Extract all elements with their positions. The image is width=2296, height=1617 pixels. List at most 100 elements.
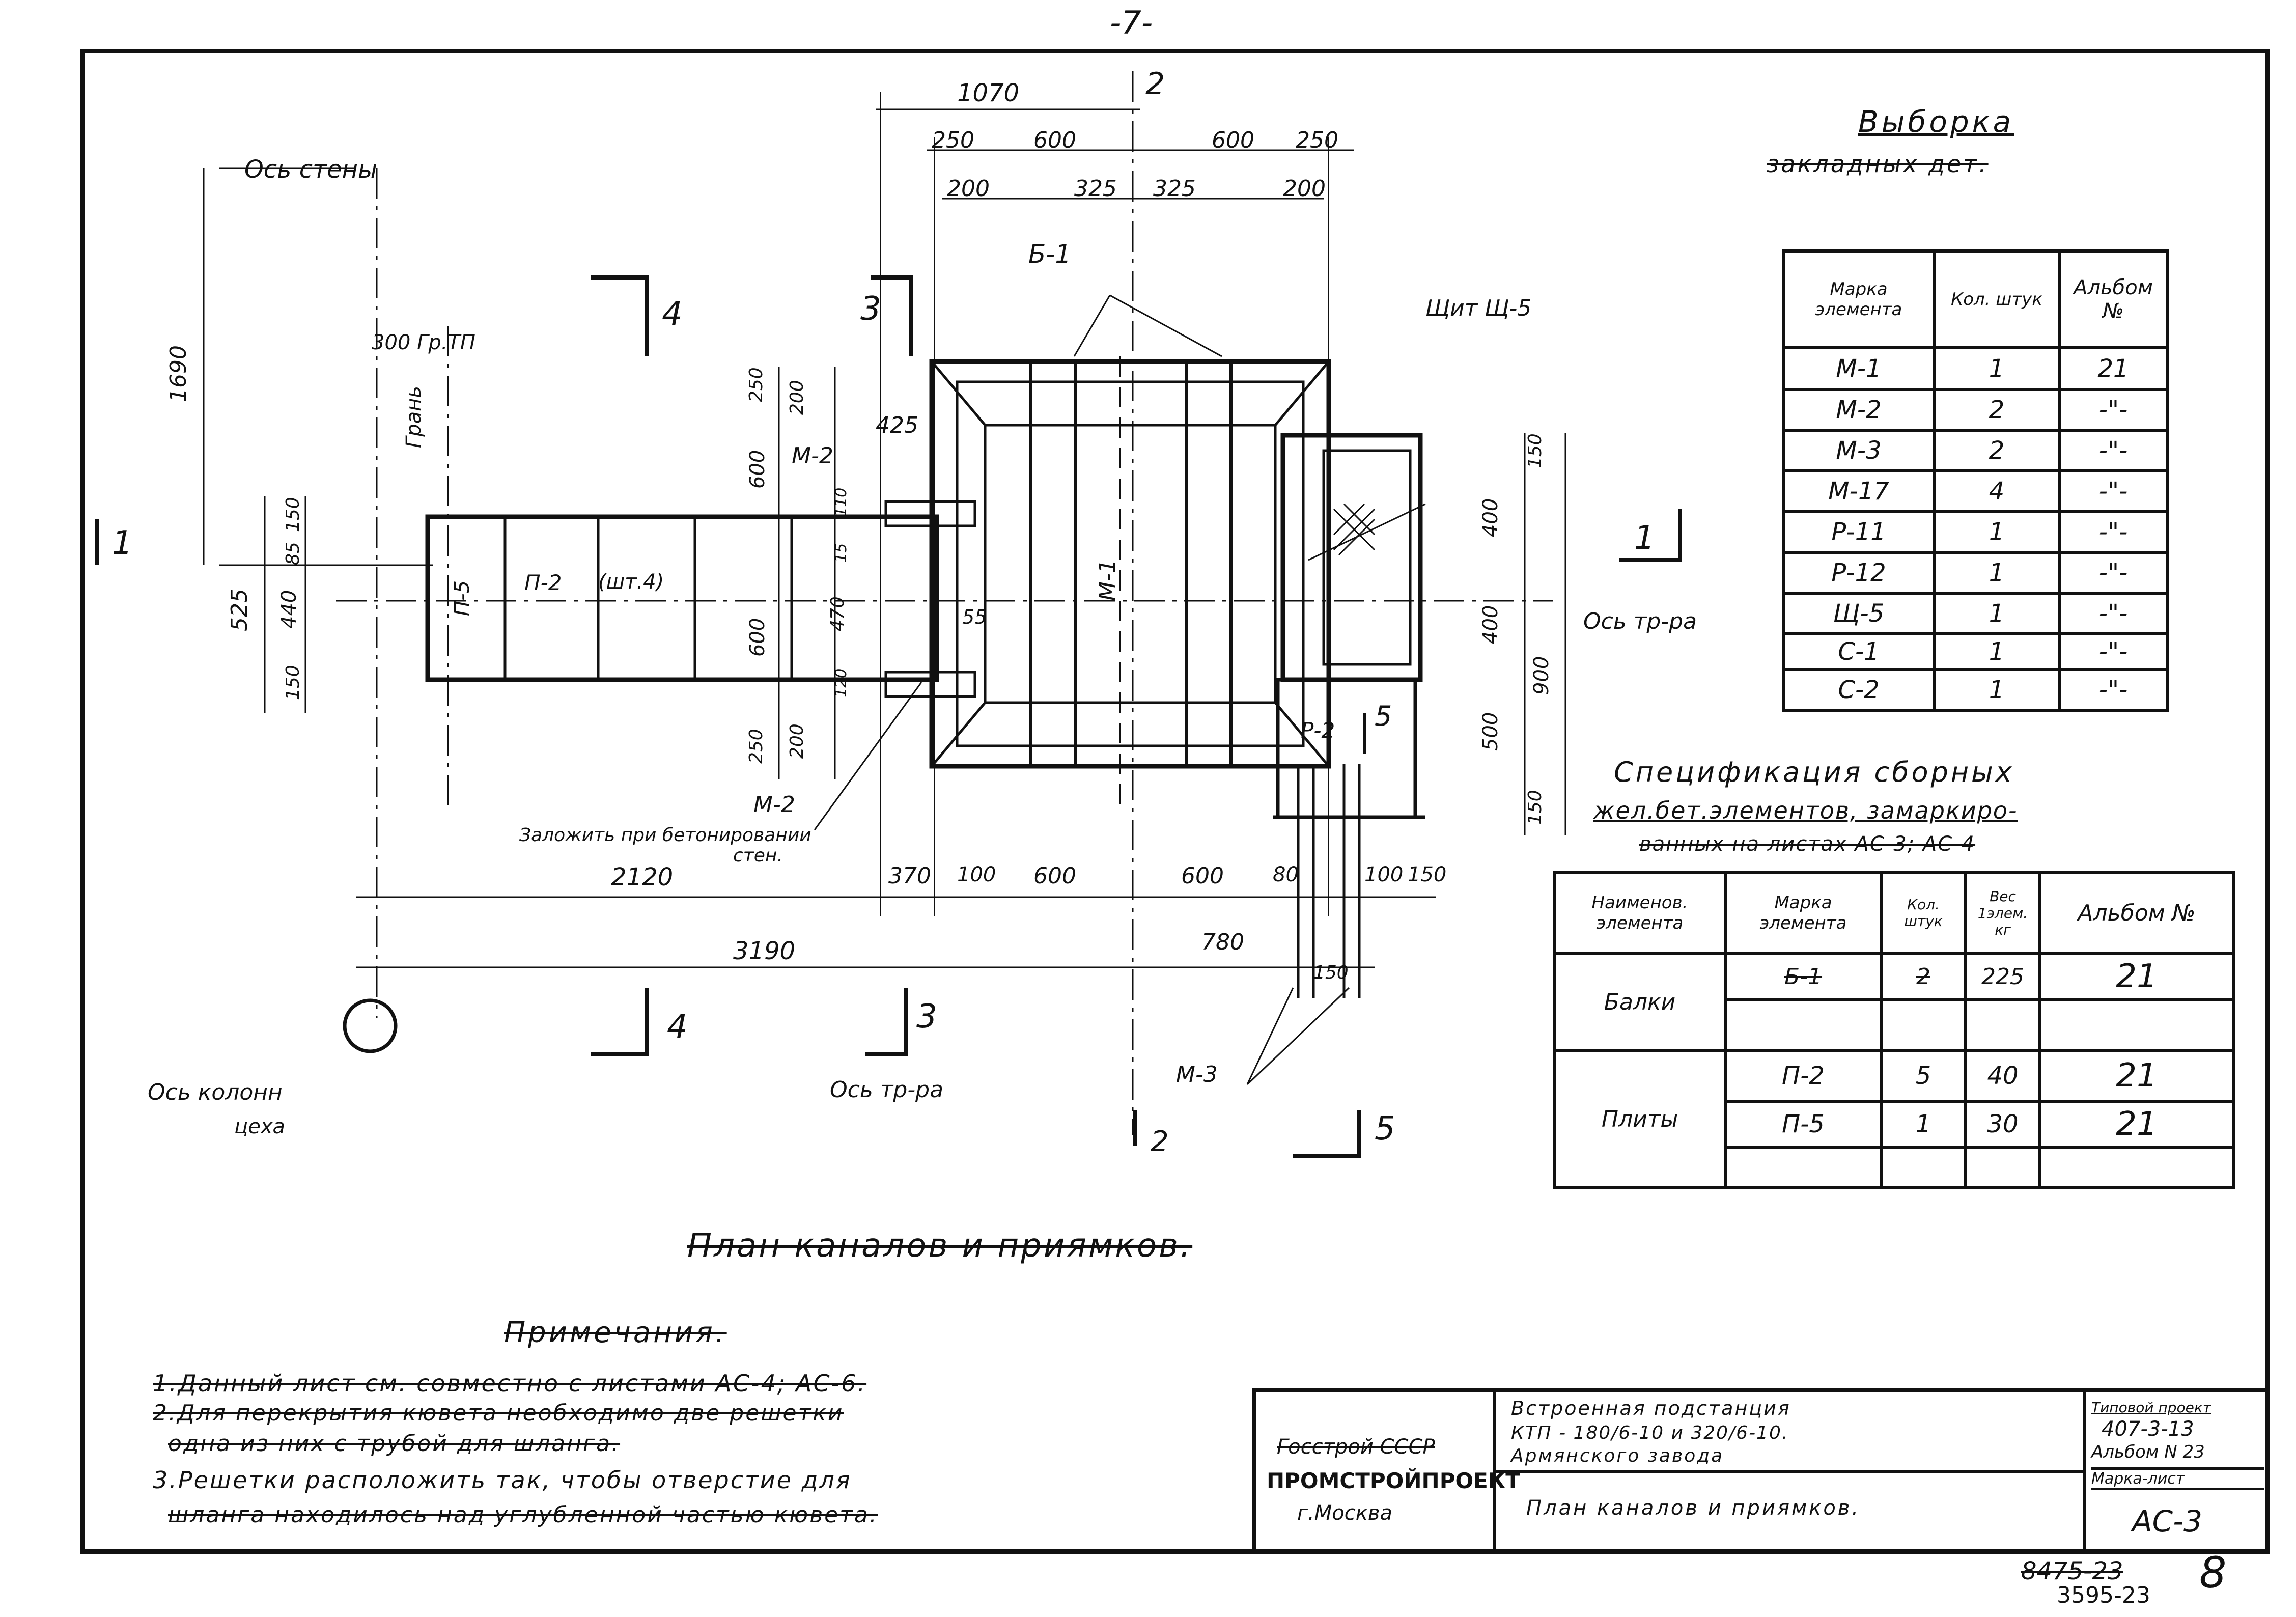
dim-bottom: 100 [957,863,996,886]
label-p5: П-5 [451,580,474,616]
stamp-project-3: Армянского завода [1511,1445,1724,1466]
spec-mark: П-2 [1724,1049,1883,1103]
vyborka-album: 21 [2058,346,2169,391]
section-mark-bottom-left: 4 [667,1008,688,1046]
vyborka-title: Выборка [1858,104,2014,139]
dim-right: 400 [1479,605,1502,644]
vyborka-header: Марка элемента [1782,249,1936,349]
spec-mark [1724,998,1883,1052]
stamp-album: Альбом N 23 [2091,1442,2205,1462]
vyborka-mark: М-17 [1782,469,1936,513]
dim-bottom: 600 [1181,863,1224,889]
spec-mark: П-5 [1724,1100,1883,1149]
dim-inner: 110 [832,487,850,517]
dim-bottom: 100 [1364,863,1404,886]
label-tr-axis-bottom: Ось тр-ра [830,1077,944,1103]
dim-top: 600 [1212,127,1254,153]
vyborka-album: -"- [2058,388,2169,432]
spec-weight: 225 [1964,952,2041,1001]
label-m1: М-1 [1095,559,1121,601]
label-column-axis: Ось колонн [148,1079,283,1105]
vyborka-header: Альбом № [2058,249,2169,349]
vyborka-qty: 1 [1933,592,2061,635]
spec-title-3: ванных на листах АС-3; АС-4 [1639,832,1976,856]
dim-left: 85 [283,542,303,565]
label-embed-note-1: Заложить при бетонировании [519,825,811,846]
spec-header: Марка элемента [1724,871,1883,955]
label-tr-face: 300 Гр.ТП [372,331,475,354]
section-mark-top-mid: 3 [860,290,881,328]
dim-left: 150 [283,497,303,532]
label-embed-note-2: стен. [733,845,783,866]
vyborka-mark: Р-11 [1782,510,1936,554]
vyborka-album: -"- [2058,592,2169,635]
beam-b1-right [1185,360,1233,768]
spec-weight [1964,998,2041,1052]
section-mark-left: 1 [112,524,133,562]
label-55: 55 [962,606,987,628]
page-number: -7- [1110,4,1153,41]
stamp-project-2: КТП - 180/6-10 и 320/6-10. [1511,1423,1789,1443]
label-column-axis-2: цеха [234,1115,286,1138]
stamp-typ-label: Типовой проект [2091,1399,2211,1416]
vyborka-mark: Р-12 [1782,551,1936,595]
spec-table: Наименов. элемента Марка элемента Кол. ш… [1553,871,2235,1189]
footer-number-2: 3595-23 [2057,1582,2150,1608]
vyborka-mark: С-2 [1782,668,1936,712]
spec-title-1: Спецификация сборных [1614,756,2014,788]
dim-right: 150 [1525,790,1546,825]
spec-album [2038,1146,2235,1189]
dim-inner: 470 [827,596,848,631]
dim-left: 250 [746,729,767,764]
vyborka-qty: 2 [1933,388,2061,432]
dim-left: 250 [746,367,767,402]
label-wall-axis: Ось стены [244,155,377,184]
dim-right: 400 [1479,498,1502,537]
section-mark-top: 2 [1145,66,1165,102]
label-m2-bottom: М-2 [753,792,795,818]
dim-bottom-2: 3190 [733,937,796,965]
label-m2-top: М-2 [792,443,833,469]
spec-album: 21 [2038,1049,2235,1103]
notes-line: одна из них с трубой для шланга. [168,1431,621,1457]
vyborka-qty: 1 [1933,551,2061,595]
dim-right: 900 [1530,656,1553,695]
vyborka-qty: 1 [1933,346,2061,391]
stamp-sheet-title-box [1496,1473,2086,1552]
drawing-frame [80,49,2270,1554]
stamp-org-3: г.Москва [1297,1501,1392,1525]
stamp-project-box [1496,1392,2086,1473]
label-b1: Б-1 [1028,239,1072,269]
dim-bottom-2: 150 [1313,962,1349,983]
spec-header: Альбом № [2038,871,2235,955]
section-mark-right: 1 [1634,519,1655,557]
vyborka-qty: 2 [1933,429,2061,472]
label-p2: П-2 [524,570,562,595]
vyborka-mark: М-1 [1782,346,1936,391]
stamp-col-org [1256,1392,1496,1552]
dim-top: 1070 [957,79,1020,107]
stamp-typ-value: 407-3-13 [2102,1417,2194,1441]
vyborka-album: -"- [2058,632,2169,671]
vyborka-qty: 4 [1933,469,2061,513]
section-mark-bottom-mid: 3 [916,998,937,1036]
vyborka-album: -"- [2058,668,2169,712]
section-mark-bottom: 2 [1151,1125,1169,1158]
dim-top: 250 [932,127,974,153]
vyborka-album: -"- [2058,429,2169,472]
label-r2: Р-2 [1301,718,1335,743]
spec-group-name: Балки [1553,952,1727,1052]
dim-inner: 15 [832,543,850,563]
vyborka-qty: 1 [1933,632,2061,671]
dim-left: 200 [787,380,807,415]
vyborka-mark: С-1 [1782,632,1936,671]
shield-hatch [1333,503,1376,556]
dim-bottom: 80 [1273,863,1299,886]
dim-top: 325 [1074,176,1117,202]
dim-bottom-2: 780 [1201,929,1244,955]
vyborka-album: -"- [2058,510,2169,554]
vyborka-album: -"- [2058,469,2169,513]
dim-left: 600 [746,450,769,489]
